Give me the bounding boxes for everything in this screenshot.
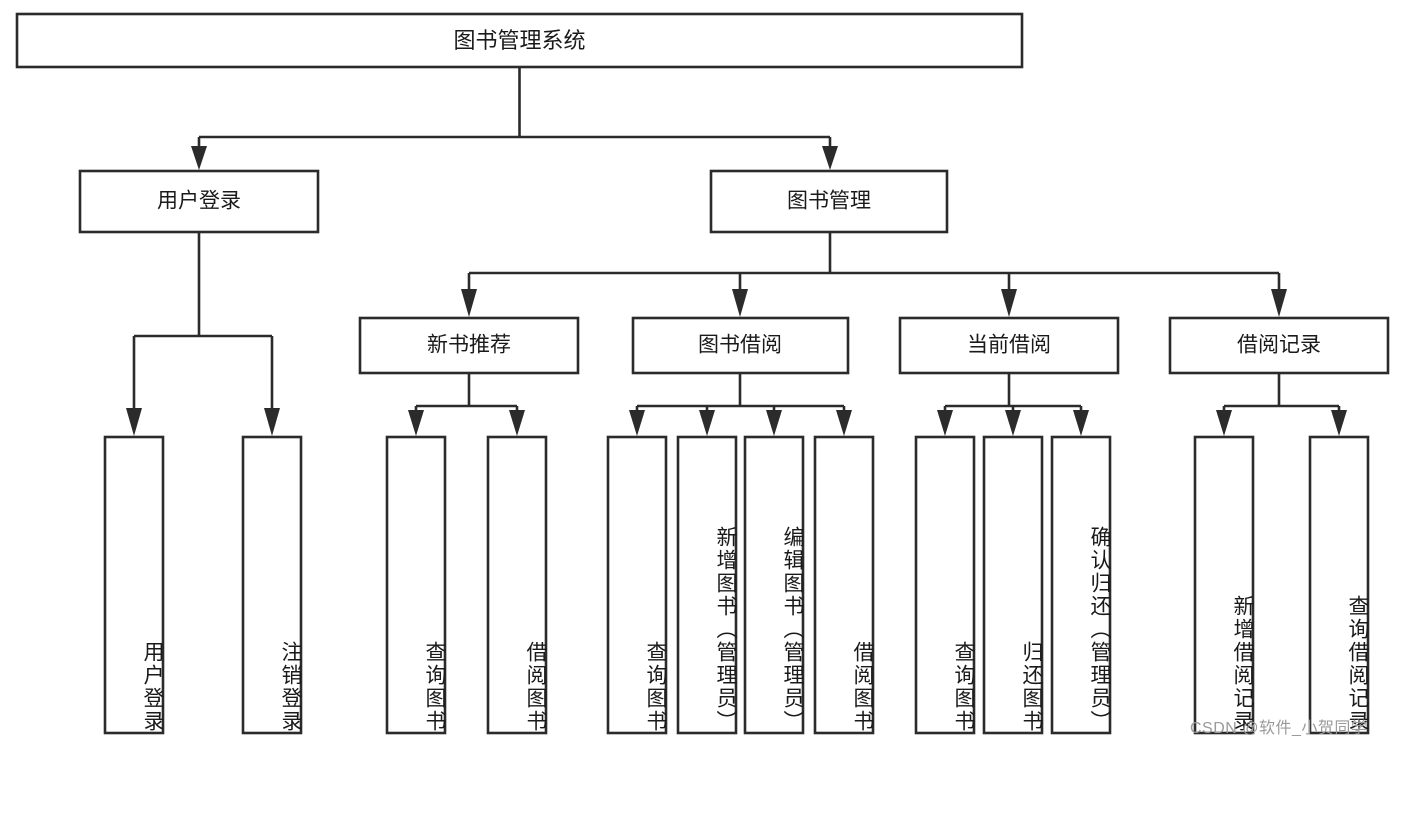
leaf-box-add-book[interactable] <box>676 435 738 735</box>
leaf-box-confirm-return[interactable] <box>1050 435 1112 735</box>
leaf-box-edit-book[interactable] <box>743 435 805 735</box>
node-new-book-recommend-label: 新书推荐 <box>427 334 511 357</box>
leaf-box-add-borrow-record[interactable] <box>1193 435 1255 735</box>
node-user-login-box[interactable] <box>78 169 320 234</box>
arrowhead-user-login-leaf-1 <box>126 408 142 436</box>
arrowhead-cb-leaf-2 <box>1005 410 1021 436</box>
connector-group-user-login <box>126 232 280 436</box>
diagram-canvas: 图书管理系统 用户登录 图书管理 新书推荐 图书借阅 当前借阅 借阅记录 <box>15 12 1390 737</box>
arrowhead-nbr-leaf-2 <box>509 410 525 436</box>
node-new-book-recommend[interactable]: 新书推荐 <box>358 316 580 375</box>
node-new-book-recommend-box[interactable] <box>358 316 580 375</box>
leaf-box-query-borrow-record[interactable] <box>1308 435 1370 735</box>
arrowhead-root-to-book-management <box>822 146 838 170</box>
arrowhead-br-leaf-2 <box>1331 410 1347 436</box>
leaf-box-user-login[interactable] <box>103 435 165 735</box>
node-book-borrow-label: 图书借阅 <box>698 334 782 357</box>
arrowhead-bm-to-borrow-record <box>1271 289 1287 317</box>
leaf-boxes <box>103 435 1370 735</box>
leaf-box-borrow-book-recommend[interactable] <box>486 435 548 735</box>
node-root-label: 图书管理系统 <box>453 28 585 53</box>
node-borrow-record[interactable]: 借阅记录 <box>1168 316 1390 375</box>
connector-group-root <box>191 67 838 170</box>
node-root[interactable]: 图书管理系统 <box>15 12 1024 69</box>
flowchart-svg: 图书管理系统 用户登录 图书管理 新书推荐 图书借阅 当前借阅 借阅记录 <box>15 12 1390 735</box>
connector-group-book-management <box>461 232 1287 317</box>
leaf-box-return-book[interactable] <box>982 435 1044 735</box>
arrowhead-bb-leaf-1 <box>629 410 645 436</box>
arrowhead-root-to-user-login <box>191 146 207 170</box>
csdn-watermark: CSDN @软件_小贺同学 <box>1190 720 1368 737</box>
node-book-management-box[interactable] <box>709 169 949 234</box>
node-user-login-label: 用户登录 <box>157 190 241 213</box>
arrowhead-cb-leaf-1 <box>937 410 953 436</box>
arrowhead-nbr-leaf-1 <box>408 410 424 436</box>
leaf-box-query-book-current[interactable] <box>914 435 976 735</box>
connector-group-new-book-recommend <box>408 373 525 436</box>
node-current-borrow[interactable]: 当前借阅 <box>898 316 1120 375</box>
leaf-box-query-book-borrow[interactable] <box>606 435 668 735</box>
leaf-box-borrow-book[interactable] <box>813 435 875 735</box>
arrowhead-bm-to-new-book-recommend <box>461 289 477 317</box>
node-borrow-record-box[interactable] <box>1168 316 1390 375</box>
arrowhead-br-leaf-1 <box>1216 410 1232 436</box>
arrowhead-bm-to-book-borrow <box>732 289 748 317</box>
arrowhead-bb-leaf-3 <box>766 410 782 436</box>
connector-group-book-borrow <box>629 373 852 436</box>
arrowhead-bb-leaf-4 <box>836 410 852 436</box>
node-book-borrow-box[interactable] <box>631 316 850 375</box>
arrowhead-user-login-leaf-2 <box>264 408 280 436</box>
leaf-box-query-book-recommend[interactable] <box>385 435 447 735</box>
arrowhead-bm-to-current-borrow <box>1001 289 1017 317</box>
node-book-management-label: 图书管理 <box>787 190 871 213</box>
node-current-borrow-label: 当前借阅 <box>967 334 1051 357</box>
arrowhead-bb-leaf-2 <box>699 410 715 436</box>
node-book-borrow[interactable]: 图书借阅 <box>631 316 850 375</box>
node-book-management[interactable]: 图书管理 <box>709 169 949 234</box>
leaf-box-logout-login[interactable] <box>241 435 303 735</box>
node-user-login[interactable]: 用户登录 <box>78 169 320 234</box>
connector-group-borrow-record <box>1216 373 1347 436</box>
node-current-borrow-box[interactable] <box>898 316 1120 375</box>
connector-group-current-borrow <box>937 373 1089 436</box>
node-root-box[interactable] <box>15 12 1024 69</box>
node-borrow-record-label: 借阅记录 <box>1237 334 1321 357</box>
arrowhead-cb-leaf-3 <box>1073 410 1089 436</box>
